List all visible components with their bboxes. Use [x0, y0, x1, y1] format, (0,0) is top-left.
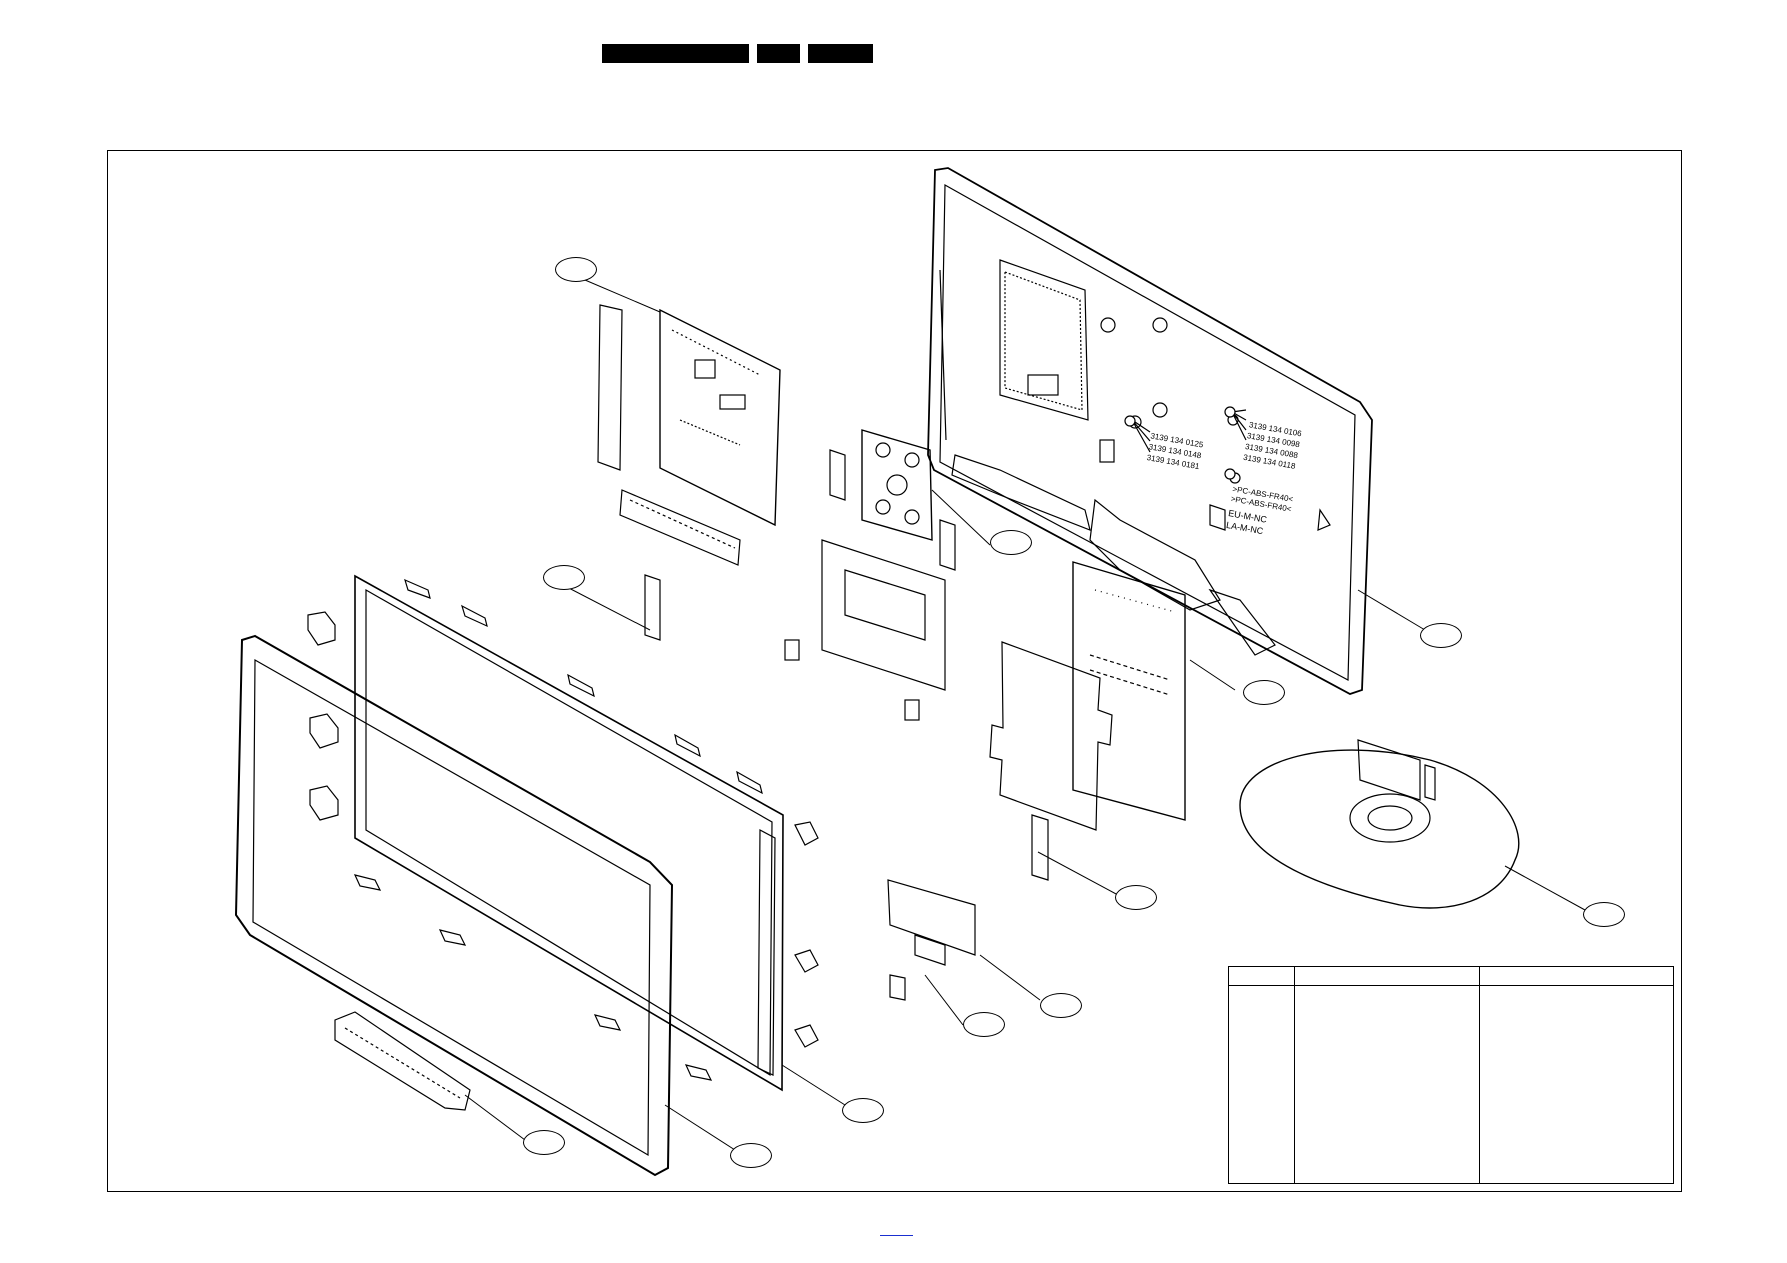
callout-ir-board-bracket: [1040, 993, 1082, 1018]
header-redacted-box-1: [602, 44, 749, 63]
callout-shield-plate: [1243, 680, 1285, 705]
keyboard-control: [334, 1011, 471, 1111]
callout-lcd-frame: [842, 1098, 884, 1123]
callout-speaker-bracket: [543, 565, 585, 590]
shield-plate: [1072, 561, 1186, 821]
clip-brackets: [307, 574, 1049, 1081]
callout-keyboard-control: [523, 1130, 565, 1155]
drawing-frame: [107, 150, 1682, 1192]
insulation-sheet: [989, 641, 1113, 831]
parts-table-col-1: [1294, 967, 1295, 1183]
stand: [1239, 739, 1520, 909]
parts-table-header-rule: [1229, 985, 1673, 986]
rear-cover: [927, 167, 1373, 695]
main-board: [597, 304, 781, 566]
parts-table-col-2: [1479, 967, 1480, 1183]
parts-table: [1228, 966, 1674, 1184]
leader-lines: [464, 279, 1586, 1151]
callout-stand: [1583, 902, 1625, 927]
callout-mount-bracket: [990, 530, 1032, 555]
header-redacted-box-2: [757, 44, 800, 63]
front-bezel: [234, 634, 674, 1177]
header-redacted-box-3: [808, 44, 873, 63]
mount-bracket: [784, 429, 956, 721]
callout-ir-led-board: [963, 1012, 1005, 1037]
lcd-frame: [354, 574, 784, 1092]
callout-clip-bracket: [1115, 885, 1157, 910]
callout-main-board: [555, 257, 597, 282]
callout-rear-cover: [1420, 623, 1462, 648]
callout-front-bezel: [730, 1143, 772, 1168]
footer-link[interactable]: [880, 1235, 913, 1236]
ir-led-board: [887, 879, 976, 1001]
